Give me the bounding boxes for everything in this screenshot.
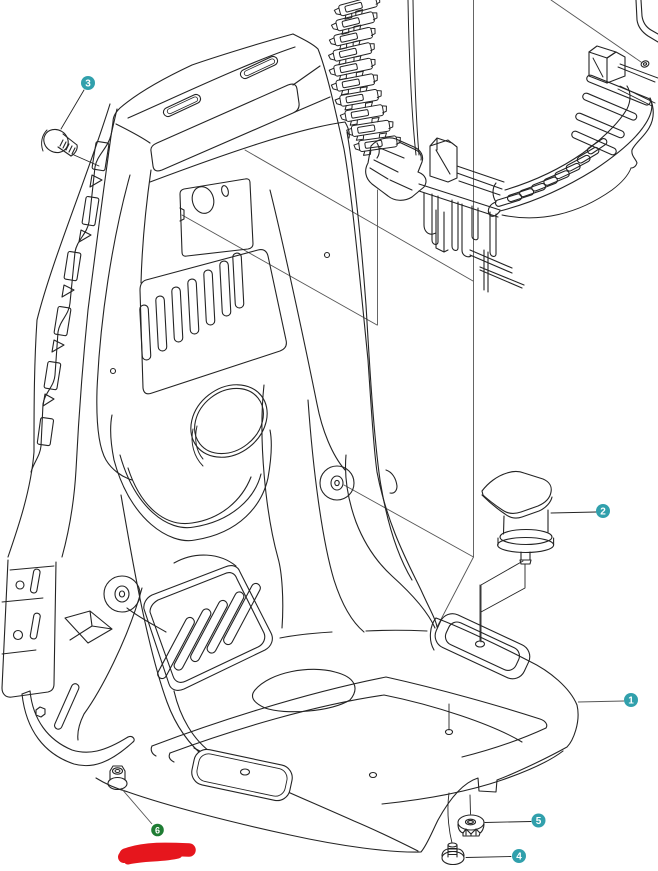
svg-text:5: 5 bbox=[536, 816, 542, 827]
svg-text:1: 1 bbox=[628, 696, 634, 707]
svg-text:3: 3 bbox=[85, 79, 91, 90]
svg-text:2: 2 bbox=[600, 507, 606, 518]
svg-text:6: 6 bbox=[155, 826, 160, 836]
svg-text:4: 4 bbox=[516, 852, 522, 863]
